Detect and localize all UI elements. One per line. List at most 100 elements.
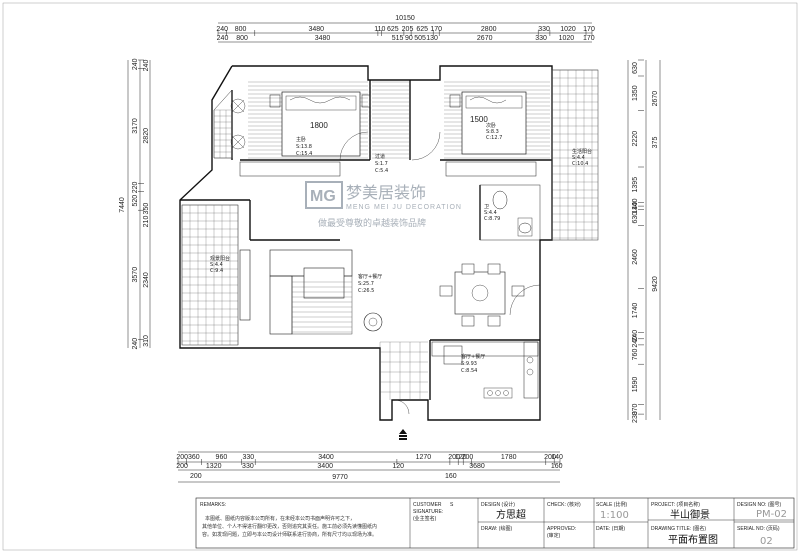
- right-dim-0: 630: [632, 62, 639, 74]
- second-bedroom-area: S:8.3: [486, 129, 499, 135]
- left-dimension-lines: [127, 59, 151, 348]
- right-dimension-lines: [627, 59, 661, 420]
- second-bedroom-name: 次卧: [486, 122, 496, 129]
- right-dim-14: 230: [632, 411, 639, 423]
- entrance-arrow: [399, 429, 407, 440]
- approved-cn: (审定): [547, 532, 561, 539]
- view-balcony: [181, 204, 239, 346]
- bay-window-area: [213, 89, 233, 159]
- top-dim-2-4: 90: [405, 35, 413, 42]
- bottom-dim-2: 960: [216, 454, 228, 461]
- right-dim-7: 2460: [632, 249, 639, 265]
- master-bedroom-name: 主卧: [296, 136, 306, 143]
- top-dim-6: 625: [416, 26, 428, 33]
- bottom-dim-2-6: 160: [551, 463, 563, 470]
- bottom-dim-3: 330: [242, 454, 254, 461]
- signature-label: SIGNATURE:: [413, 509, 443, 515]
- top-dim-2-2: 3480: [315, 35, 331, 42]
- top-dim-3: 110: [374, 26, 385, 33]
- right-dim-2-0: 2670: [652, 91, 659, 107]
- bottom-dim-9: 1780: [501, 454, 517, 461]
- top-dim-2-9: 1020: [559, 35, 575, 42]
- living-balcony-perimeter: C:10.4: [572, 161, 588, 167]
- drawing-title: 平面布置图: [668, 534, 718, 546]
- top-dim-1: 800: [235, 26, 247, 33]
- bottom-dim-2-5: 3680: [469, 463, 485, 470]
- right-row1-dims: 6301350222013951401406302460174024024076…: [632, 62, 639, 423]
- view-balcony-area: S:4.4: [210, 262, 223, 268]
- right-dim-6: 630: [632, 212, 639, 224]
- master-bedroom-perimeter: C:15.4: [296, 151, 312, 157]
- decor-plants: [230, 98, 246, 150]
- left-dim-4: 3570: [132, 267, 139, 283]
- customer-suffix: S: [450, 502, 454, 508]
- right-dim-2: 2220: [632, 131, 639, 147]
- sofa-set: [269, 249, 383, 335]
- top-dim-2-5: 505: [414, 35, 426, 42]
- top-dim-2-8: 330: [535, 35, 547, 42]
- project-name: 半山御景: [670, 508, 710, 521]
- dining-table: [439, 263, 525, 327]
- right-dim-1: 1350: [632, 85, 639, 101]
- top-dim-7: 170: [430, 26, 442, 33]
- top-total-dim: 10150: [395, 15, 415, 22]
- remarks-label: REMARKS:: [200, 502, 226, 508]
- right-dim-5: 140: [632, 202, 639, 214]
- left-dim-2: 220: [132, 181, 139, 193]
- watermark-logo: MG: [310, 188, 336, 205]
- top-dim-8: 2800: [481, 26, 497, 33]
- dining-chair: [487, 263, 501, 275]
- remarks-line-1: 本图纸、图纸内容版本公司所有，在未经本公司书面声明许可之下，: [205, 515, 355, 522]
- top-dim-2-10: 170: [583, 35, 595, 42]
- serial-value: 02: [760, 536, 773, 547]
- remarks-line-2: 其他单位、个人不得进行翻印更改，否则追究其责任。施工前必须先读懂图纸内: [202, 523, 377, 530]
- left-dim-3: 520: [132, 195, 139, 207]
- top-dim-0: 240: [216, 26, 228, 33]
- master-bed-size: 1800: [310, 121, 328, 130]
- top-dim-11: 170: [583, 26, 595, 33]
- project-label: PROJECT: (项目名称): [651, 501, 700, 508]
- second-wardrobe: [445, 161, 537, 177]
- bottom-dim-4: 3400: [318, 454, 334, 461]
- top-dim-10: 1020: [560, 26, 576, 33]
- bottom-dim-1: 360: [188, 454, 200, 461]
- kitchen-counters: [431, 341, 539, 399]
- living-dining-area: S:25.7: [358, 281, 374, 287]
- living-dining-perimeter: C:26.5: [358, 288, 374, 294]
- bottom-dim-8: 200: [462, 454, 474, 461]
- right-dim-12: 1590: [632, 377, 639, 393]
- top-dim-2: 3480: [309, 26, 325, 33]
- left-total-dim: 7440: [119, 197, 126, 213]
- bottom-dim-0: 200: [176, 454, 188, 461]
- bottom-dim-2-4: 120: [392, 463, 404, 470]
- master-bed: [269, 91, 371, 157]
- view-balcony-perimeter: C:9.4: [210, 268, 223, 274]
- left-dim-2-4: 2340: [143, 272, 150, 288]
- second-bedroom-perimeter: C:12.7: [486, 135, 502, 141]
- company-watermark: MG 梦美居装饰 MENG MEI JU DECORATION 做最受尊敬的卓越…: [305, 181, 461, 229]
- right-dim-3: 1395: [632, 177, 639, 193]
- kitchen-name: 客厅+餐厅: [461, 353, 485, 360]
- kitchen-area: S:9.93: [461, 361, 477, 367]
- signature-cn: (业主签名): [413, 515, 437, 522]
- bottom-dim-6: 200: [448, 454, 460, 461]
- title-block: [195, 497, 795, 549]
- living-balcony: [551, 69, 599, 241]
- right-dim-11: 760: [632, 349, 639, 361]
- dining-chair: [461, 263, 475, 275]
- top-dim-2-3: 515: [392, 35, 404, 42]
- living-dining-name: 客厅+餐厅: [358, 273, 382, 280]
- left-dim-5: 240: [132, 338, 139, 350]
- bottom-dim-2-0: 200: [176, 463, 188, 470]
- left-dim-2-3: 210: [143, 216, 150, 228]
- right-dim-2-2: 9420: [652, 276, 659, 292]
- master-bedroom-area: S:13.8: [296, 144, 312, 150]
- left-dim-2-5: 310: [143, 335, 150, 347]
- entrance-floor: [379, 341, 428, 400]
